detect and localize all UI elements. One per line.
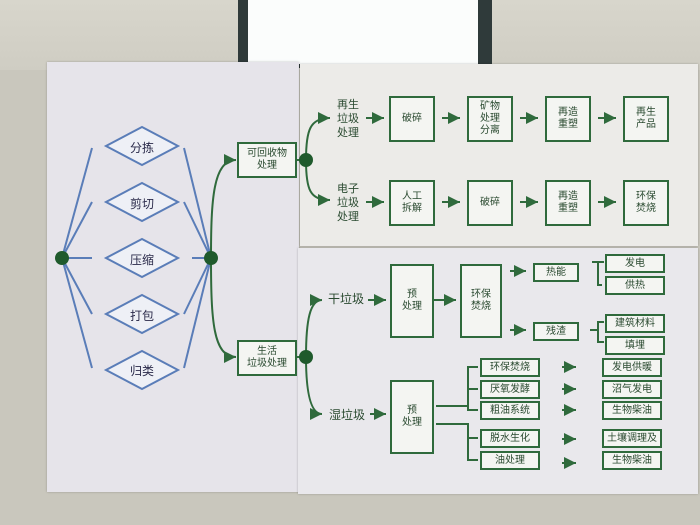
node-power: 发电 bbox=[605, 254, 665, 273]
node-heating: 供热 bbox=[605, 276, 665, 295]
node-heat: 热能 bbox=[533, 263, 579, 282]
bracket-wet-mid2 bbox=[467, 406, 478, 411]
fan-right-1 bbox=[183, 147, 212, 259]
node-wet-incinerate: 环保焚烧 bbox=[480, 358, 540, 377]
node-biodiesel-2: 生物柴油 bbox=[602, 451, 662, 470]
node-building-material: 建筑材料 bbox=[605, 314, 665, 333]
node-crude-oil: 粗油系统 bbox=[480, 401, 540, 420]
node-oil-treatment: 油处理 bbox=[480, 451, 540, 470]
fan-right-2 bbox=[183, 201, 212, 259]
bracket-residue-2 bbox=[597, 330, 604, 343]
bracket-wet-bottom2 bbox=[467, 438, 478, 461]
node-dry-incinerate: 环保 焚烧 bbox=[460, 264, 502, 338]
branch-dry bbox=[305, 294, 323, 358]
node-residue: 残渣 bbox=[533, 322, 579, 341]
node-r2-dismantle: 人工 拆解 bbox=[389, 180, 435, 226]
label-wet-waste: 湿垃圾 bbox=[328, 408, 365, 422]
fan-right-5 bbox=[183, 257, 212, 369]
node-domestic: 生活 垃圾处理 bbox=[237, 340, 297, 376]
node-landfill: 填埋 bbox=[605, 336, 665, 355]
diamond-3 bbox=[103, 237, 181, 279]
node-r2-crush: 破碎 bbox=[467, 180, 513, 226]
branch-wet bbox=[305, 356, 323, 420]
branch-recyclable bbox=[210, 154, 237, 259]
label-dry-waste: 干垃圾 bbox=[327, 292, 364, 306]
hub-center bbox=[204, 251, 218, 265]
node-anaerobic: 厌氧发酵 bbox=[480, 380, 540, 399]
diamond-2 bbox=[103, 181, 181, 223]
node-r2-reshape: 再造 重塑 bbox=[545, 180, 591, 226]
node-r1-product: 再生 产品 bbox=[623, 96, 669, 142]
branch-domestic bbox=[210, 257, 237, 363]
hub-recyclable bbox=[299, 153, 313, 167]
node-biodiesel-1: 生物柴油 bbox=[602, 401, 662, 420]
bracket-wet-top bbox=[436, 366, 478, 407]
fan-left-2 bbox=[61, 201, 93, 259]
fan-left-4 bbox=[61, 257, 93, 315]
window-frame bbox=[238, 0, 492, 68]
node-r1-crush: 破碎 bbox=[389, 96, 435, 142]
node-biogas: 沼气发电 bbox=[602, 380, 662, 399]
branch-row1 bbox=[305, 112, 331, 161]
window-glass bbox=[248, 0, 478, 64]
diamond-label-classify: 归类 bbox=[129, 364, 154, 378]
board-left bbox=[47, 62, 299, 492]
diamond-5 bbox=[103, 349, 181, 391]
node-r1-separate: 矿物 处理 分离 bbox=[467, 96, 513, 142]
fan-left-5 bbox=[61, 257, 93, 369]
node-dry-preprocess: 预 处理 bbox=[390, 264, 434, 338]
diamond-label-cut: 剪切 bbox=[129, 197, 154, 211]
node-dewater: 脱水生化 bbox=[480, 429, 540, 448]
node-power-heat: 发电供暖 bbox=[602, 358, 662, 377]
bracket-residue bbox=[590, 321, 604, 331]
hub-left bbox=[55, 251, 69, 265]
bracket-heat bbox=[592, 261, 602, 286]
hub-domestic bbox=[299, 350, 313, 364]
label-recycled-waste: 再生 垃圾 处理 bbox=[337, 98, 359, 139]
diamond-1 bbox=[103, 125, 181, 167]
diamond-4 bbox=[103, 293, 181, 335]
bracket-wet-bottom bbox=[436, 423, 478, 439]
fan-right-4 bbox=[183, 257, 212, 315]
diamond-label-pack: 打包 bbox=[129, 309, 154, 323]
fan-left-1 bbox=[61, 147, 93, 259]
node-recyclable: 可回收物 处理 bbox=[237, 142, 297, 178]
node-soil: 土壤调理及 bbox=[602, 429, 662, 448]
node-wet-preprocess: 预 处理 bbox=[390, 380, 434, 454]
label-e-waste: 电子 垃圾 处理 bbox=[337, 182, 359, 223]
node-r2-incinerate: 环保 焚烧 bbox=[623, 180, 669, 226]
node-r1-reshape: 再造 重塑 bbox=[545, 96, 591, 142]
diamond-label-sort: 分拣 bbox=[129, 141, 154, 155]
diamond-label-compress: 压缩 bbox=[129, 253, 154, 267]
